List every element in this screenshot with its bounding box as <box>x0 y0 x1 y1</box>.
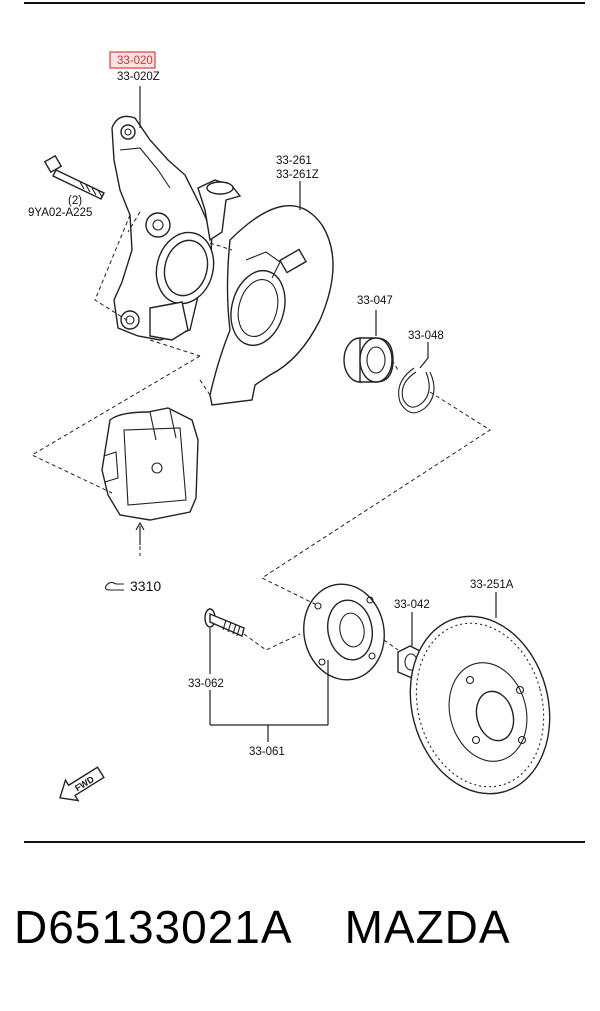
callout-bolt: 9YA02-A225 <box>28 207 92 219</box>
part-number: D65133021A <box>14 901 293 953</box>
mounting-bolt[interactable] <box>43 154 105 200</box>
assembly-lines <box>30 211 491 651</box>
brake-disc[interactable] <box>391 600 569 809</box>
steering-knuckle[interactable] <box>111 115 242 341</box>
wheel-bearing[interactable] <box>343 337 394 383</box>
wheel-hub[interactable] <box>296 578 391 686</box>
highlight-box <box>109 51 156 69</box>
snap-ring[interactable] <box>398 367 435 414</box>
dust-shield[interactable] <box>209 205 334 406</box>
brake-caliper[interactable] <box>101 407 199 521</box>
callout-hub-nut: 33-042 <box>394 599 430 611</box>
callout-bearing: 33-047 <box>357 295 393 307</box>
callout-caliper: 3310 <box>130 578 161 594</box>
callout-knuckle-highlight: 33-020 <box>117 55 153 67</box>
callout-bolt-qty: (2) <box>68 195 82 207</box>
callout-disc: 33-251A <box>470 579 514 591</box>
callout-hub-bolt: 33-062 <box>188 678 224 690</box>
caliper-ref[interactable]: 3310 <box>104 578 162 594</box>
callout-dust-shield-b: 33-261Z <box>276 169 319 181</box>
callout-snap-ring: 33-048 <box>408 330 444 342</box>
callout-dust-shield-a: 33-261 <box>276 155 312 167</box>
leader-lines <box>135 86 497 742</box>
hub-bolt[interactable] <box>204 608 245 637</box>
callout-knuckle: 33-020Z <box>117 71 160 83</box>
caliper-ref-icon <box>104 581 124 591</box>
footer-caption: D65133021A MAZDA <box>14 900 594 970</box>
fwd-arrow: FWD <box>59 766 105 802</box>
callout-hub-assembly: 33-061 <box>249 746 285 758</box>
brand-name: MAZDA <box>344 901 511 953</box>
